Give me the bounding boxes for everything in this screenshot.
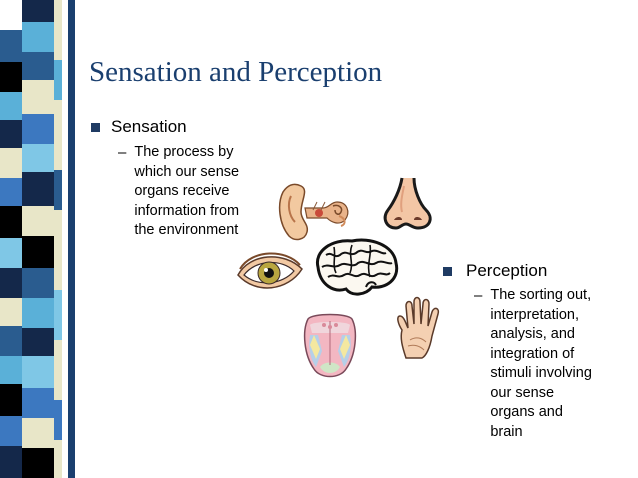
sub-line: integration of [490, 345, 575, 362]
nose-icon [380, 176, 436, 237]
sub-line: The sorting out, [490, 287, 592, 303]
sub-line: organs receive [134, 183, 230, 199]
sub-line: brain [490, 423, 523, 440]
sub-bullet-perception: – The sorting out, interpretation, analy… [474, 286, 592, 442]
sub-line: which our sense [134, 163, 240, 180]
ear-icon [275, 182, 355, 249]
brain-icon [312, 237, 400, 304]
decorative-stripe-bar [0, 0, 75, 478]
bullet-label: Sensation [111, 117, 187, 136]
sub-line: analysis, and [490, 326, 575, 342]
bullet-square-icon [91, 123, 100, 132]
bullet-square-icon [443, 267, 452, 276]
dash-marker: – [474, 287, 483, 304]
bullet-sensation: Sensation [91, 117, 187, 137]
dash-marker: – [118, 144, 127, 161]
sub-line: The process by [134, 144, 234, 160]
sub-line: the environment [134, 222, 239, 238]
sub-bullet-sensation: – The process by which our sense organs … [118, 143, 239, 241]
sub-line: interpretation, [490, 306, 580, 323]
sub-bullet-text: The sorting out, interpretation, analysi… [490, 286, 592, 442]
sub-bullet-text: The process by which our sense organs re… [134, 143, 239, 241]
tongue-icon [302, 311, 358, 386]
bullet-perception: Perception [443, 261, 547, 281]
sub-line: stimuli involving [490, 365, 592, 381]
slide-title: Sensation and Perception [89, 56, 383, 88]
sub-line: organs and [490, 404, 563, 420]
sub-line: information from [134, 202, 240, 219]
sub-line: our sense [490, 384, 555, 401]
hand-icon [396, 296, 442, 365]
bullet-label: Perception [466, 261, 548, 280]
eye-icon [236, 247, 304, 308]
